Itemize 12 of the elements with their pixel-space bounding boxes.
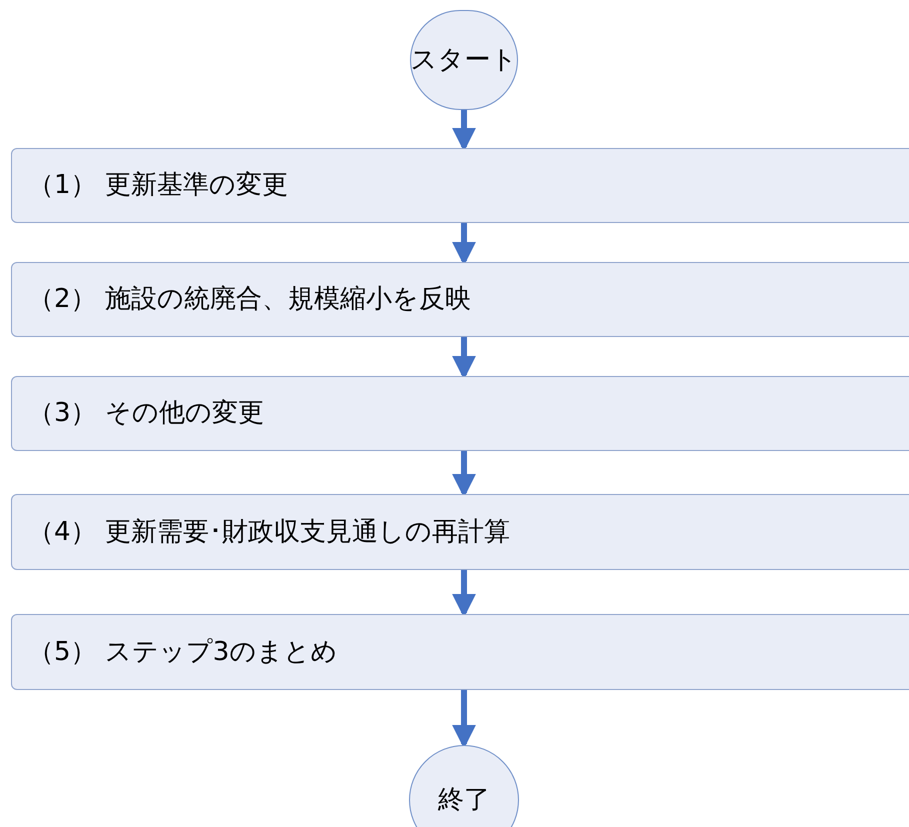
node-label: （4） 更新需要･財政収支見通しの再計算 [28,516,510,548]
process-box [11,614,909,690]
node-label: （5） ステップ3のまとめ [28,636,338,668]
node-label: スタート [410,44,518,76]
node-label: （2） 施設の統廃合、規模縮小を反映 [28,283,471,316]
process-box [11,494,909,570]
process-box [11,148,909,223]
node-label: （1） 更新基準の変更 [28,169,288,202]
process-box [11,376,909,451]
node-label: （3） その他の変更 [28,397,264,430]
process-box [11,262,909,337]
node-label: 終了 [438,784,490,816]
